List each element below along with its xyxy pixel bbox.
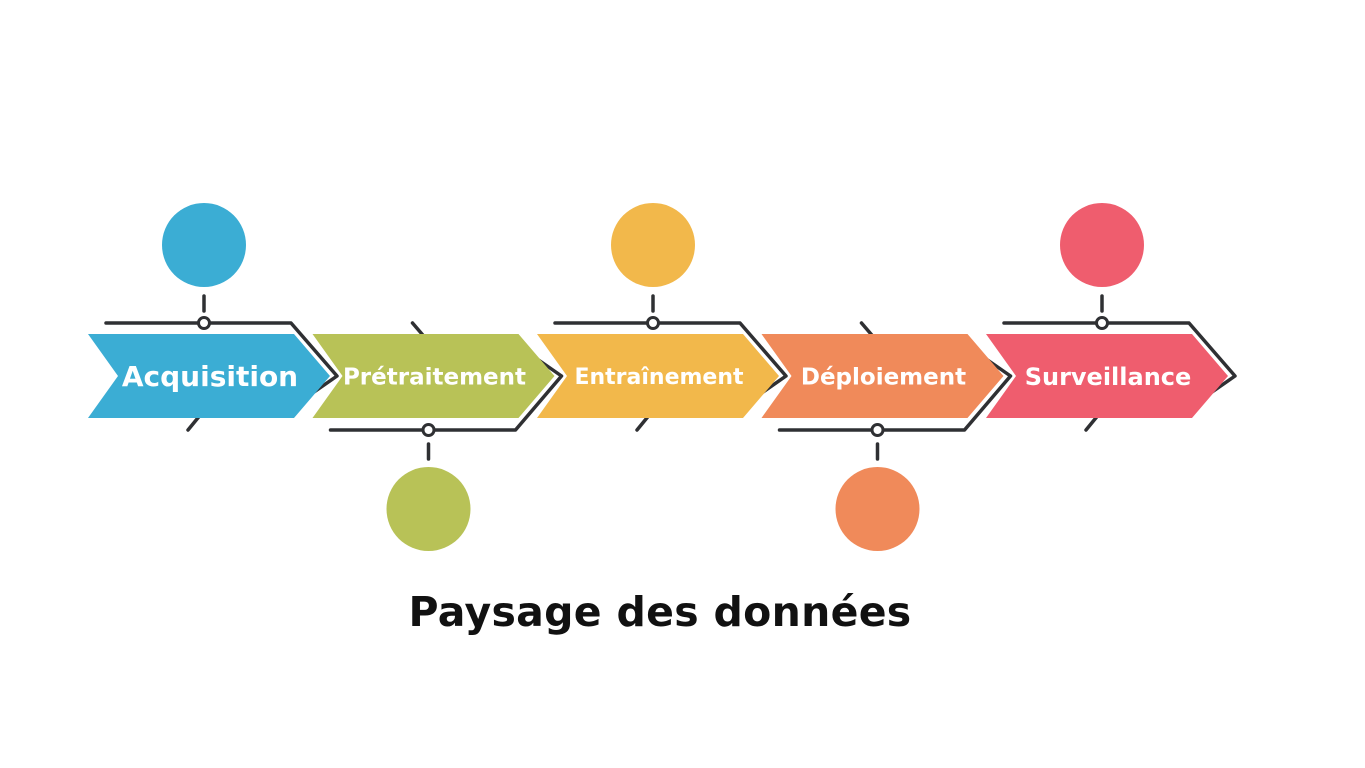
junction-node — [197, 316, 211, 330]
junction-node — [421, 423, 436, 437]
step-arrow — [88, 334, 330, 418]
step-label: Prétraitement — [343, 365, 526, 391]
step-5: Surveillance — [986, 203, 1228, 418]
step-marker-circle — [1060, 203, 1144, 287]
diagram-title: Paysage des données — [408, 588, 912, 636]
step-marker-circle — [386, 467, 471, 551]
step-arrow — [312, 334, 555, 418]
step-label: Surveillance — [1025, 363, 1192, 391]
step-2: Prétraitement — [312, 334, 555, 551]
step-arrow — [537, 334, 779, 418]
junction-node — [1095, 316, 1109, 330]
step-arrow — [986, 334, 1228, 418]
steps-layer: Acquisition Prétraitement Entraînement Dépl… — [88, 203, 1228, 551]
step-marker-circle — [835, 467, 920, 551]
step-3: Entraînement — [537, 203, 779, 418]
step-label: Déploiement — [801, 365, 966, 391]
step-arrow — [761, 334, 1004, 418]
step-marker-circle — [162, 203, 246, 287]
junction-node — [870, 423, 885, 437]
junction-node — [646, 316, 660, 330]
step-label: Entraînement — [574, 365, 744, 390]
step-4: Déploiement — [761, 334, 1004, 551]
step-marker-circle — [611, 203, 695, 287]
step-label: Acquisition — [122, 360, 298, 393]
step-1: Acquisition — [88, 203, 330, 418]
